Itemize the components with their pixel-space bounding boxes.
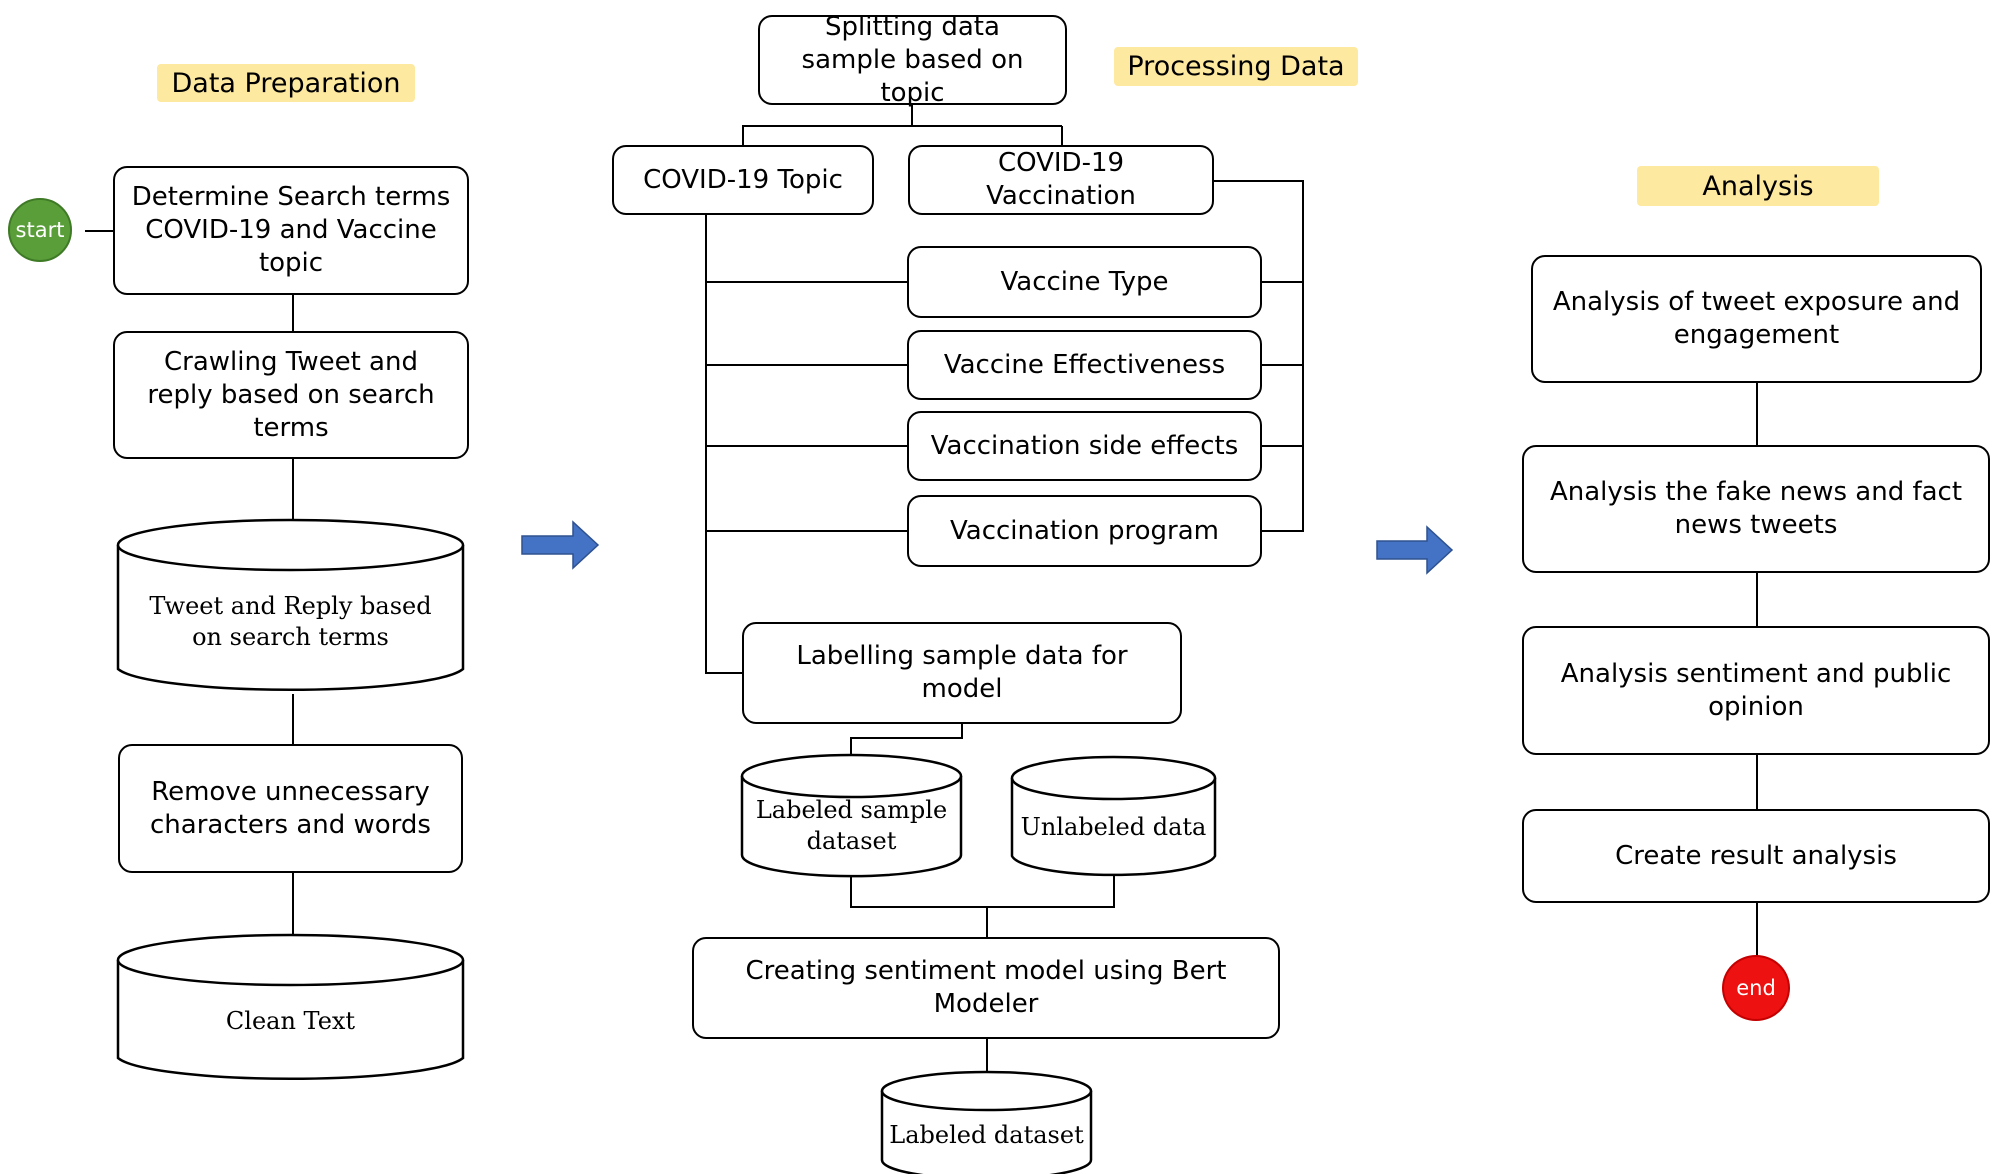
covid-vaccination-box: COVID-19 Vaccination [908, 145, 1214, 215]
arrow-right-icon [521, 520, 600, 570]
end-terminal: end [1722, 955, 1790, 1021]
arrow-right-icon [1376, 525, 1454, 575]
labeled-sample-database-icon [740, 753, 963, 878]
splitting-data-box: Splitting data sample based on topic [758, 12, 1067, 108]
section-label-analysis: Analysis [1637, 166, 1879, 206]
section-label-data-preparation: Data Preparation [157, 64, 415, 102]
labeled-dataset-database-icon [880, 1070, 1093, 1174]
labeled-dataset-database-label: Labeled dataset [889, 1120, 1084, 1149]
bert-model-box: Creating sentiment model using Bert Mode… [692, 937, 1280, 1039]
unlabeled-database-label: Unlabeled data [1020, 813, 1207, 841]
remove-characters-box: Remove unnecessary characters and words [118, 744, 463, 873]
connector-vaccination-bracket [1214, 180, 1304, 532]
fake-news-analysis-box: Analysis the fake news and fact news twe… [1522, 445, 1990, 573]
tweet-reply-database-label: Tweet and Reply based on search terms [149, 592, 432, 651]
sentiment-analysis-box: Analysis sentiment and public opinion [1522, 626, 1990, 755]
connector-datasets-merge [850, 876, 1115, 908]
covid-topic-box: COVID-19 Topic [612, 145, 874, 215]
vaccine-effectiveness-box: Vaccine Effectiveness [907, 330, 1262, 400]
tweet-exposure-analysis-box: Analysis of tweet exposure and engagemen… [1531, 255, 1982, 383]
determine-search-terms-box: Determine Search terms COVID-19 and Vacc… [113, 166, 469, 295]
connector-splitting-topics [742, 105, 913, 145]
clean-text-database-icon [116, 933, 465, 1081]
labelling-sample-box: Labelling sample data for model [742, 622, 1182, 724]
clean-text-database-label: Clean Text [225, 1007, 356, 1035]
labeled-sample-database-label: Labeled sample dataset [755, 796, 948, 855]
unlabeled-database-icon [1010, 755, 1217, 877]
create-result-analysis-box: Create result analysis [1522, 809, 1990, 903]
start-terminal: start [8, 198, 72, 262]
vaccination-side-effects-box: Vaccination side effects [907, 411, 1262, 481]
section-label-processing-data: Processing Data [1114, 47, 1358, 86]
crawling-tweet-box: Crawling Tweet and reply based on search… [113, 331, 469, 459]
tweet-reply-database-icon [116, 518, 465, 692]
connector-labelling-sampledb [850, 724, 963, 756]
vaccine-type-box: Vaccine Type [907, 246, 1262, 318]
connector-covid-labelling [705, 215, 742, 674]
vaccination-program-box: Vaccination program [907, 495, 1262, 567]
